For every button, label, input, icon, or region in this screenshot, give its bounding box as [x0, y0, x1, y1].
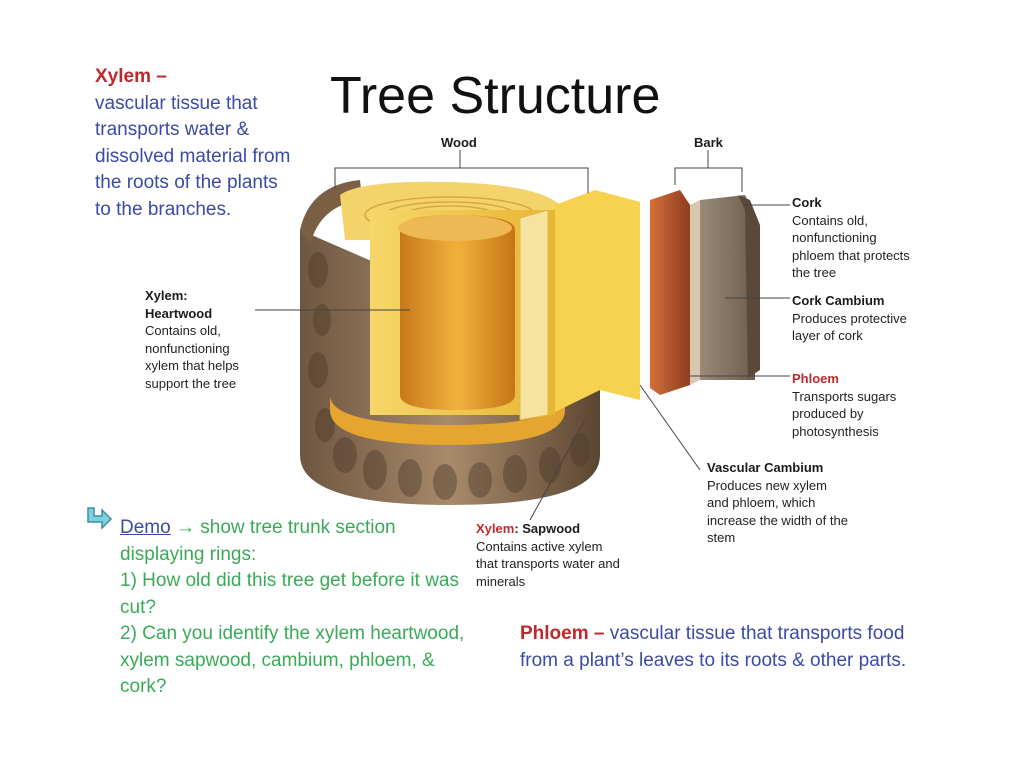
sapwood-description: Contains active xylem that transports wa…	[476, 538, 620, 589]
cork-cambium-description: Produces protective layer of cork	[792, 310, 907, 344]
phloem-term: Phloem	[520, 623, 589, 644]
phloem-definition-text: vascular tissue that transports food fro…	[520, 623, 907, 671]
cork-title: Cork	[792, 195, 822, 210]
bark-label: Bark	[694, 135, 723, 150]
phloem-title: Phloem	[792, 371, 839, 386]
demo-line1: show tree trunk section displaying rings…	[120, 517, 396, 565]
cork-layer	[700, 195, 755, 380]
heartwood-title-line2: Heartwood	[145, 305, 213, 321]
sapwood-label: Xylem: Sapwood Contains active xylem tha…	[476, 520, 626, 590]
sapwood-slab	[519, 209, 549, 421]
heartwood-cylinder	[400, 215, 515, 410]
outer-bark-layer	[738, 195, 760, 378]
sapwood-title-xylem: Xylem	[476, 521, 515, 536]
heartwood-label: Xylem: Heartwood Contains old, nonfuncti…	[145, 287, 265, 392]
demo-word: Demo	[120, 517, 171, 538]
vascular-cambium-description: Produces new xylem and phloem, which inc…	[707, 477, 848, 546]
slide-title: Tree Structure	[330, 67, 661, 125]
xylem-definition: Xylem – vascular tissue that transports …	[95, 64, 295, 223]
bark-texture	[308, 252, 590, 500]
phloem-description: Transports sugars produced by photosynth…	[792, 388, 897, 439]
cork-label: Cork Contains old, nonfunctioning phloem…	[792, 194, 912, 282]
demo-block: Demo → show tree trunk section displayin…	[120, 515, 465, 701]
cork-cambium-layer	[690, 200, 700, 385]
label-brackets	[334, 150, 743, 193]
xylem-definition-text: vascular tissue that transports water & …	[95, 92, 291, 220]
demo-arrow: →	[170, 517, 201, 538]
phloem-definition: Phloem – vascular tissue that transports…	[520, 621, 940, 674]
cork-description: Contains old, nonfunctioning phloem that…	[792, 212, 910, 281]
leader-lines	[255, 204, 790, 521]
phloem-dash: –	[588, 623, 605, 644]
vascular-cambium-title: Vascular Cambium	[707, 460, 824, 475]
heartwood-top	[398, 215, 512, 241]
vascular-cambium-label: Vascular Cambium Produces new xylem and …	[707, 459, 852, 547]
sapwood-title-rest: : Sapwood	[514, 521, 581, 536]
heartwood-title-line1: Xylem:	[145, 288, 188, 303]
heartwood-base-ring	[330, 395, 565, 445]
phloem-layer	[650, 190, 690, 395]
demo-question-2: 2) Can you identify the xylem heartwood,…	[120, 623, 465, 697]
cork-cambium-label: Cork Cambium Produces protective layer o…	[792, 292, 912, 345]
xylem-dash: –	[150, 66, 167, 87]
demo-question-1: 1) How old did this tree get before it w…	[120, 570, 460, 618]
heartwood-description: Contains old, nonfunctioning xylem that …	[145, 323, 239, 391]
cork-cambium-title: Cork Cambium	[792, 293, 885, 308]
vascular-cambium-layer	[555, 190, 640, 412]
wood-label: Wood	[441, 135, 477, 150]
turn-right-arrow-icon	[87, 507, 113, 530]
xylem-term: Xylem	[95, 66, 151, 87]
phloem-label: Phloem Transports sugars produced by pho…	[792, 370, 917, 440]
